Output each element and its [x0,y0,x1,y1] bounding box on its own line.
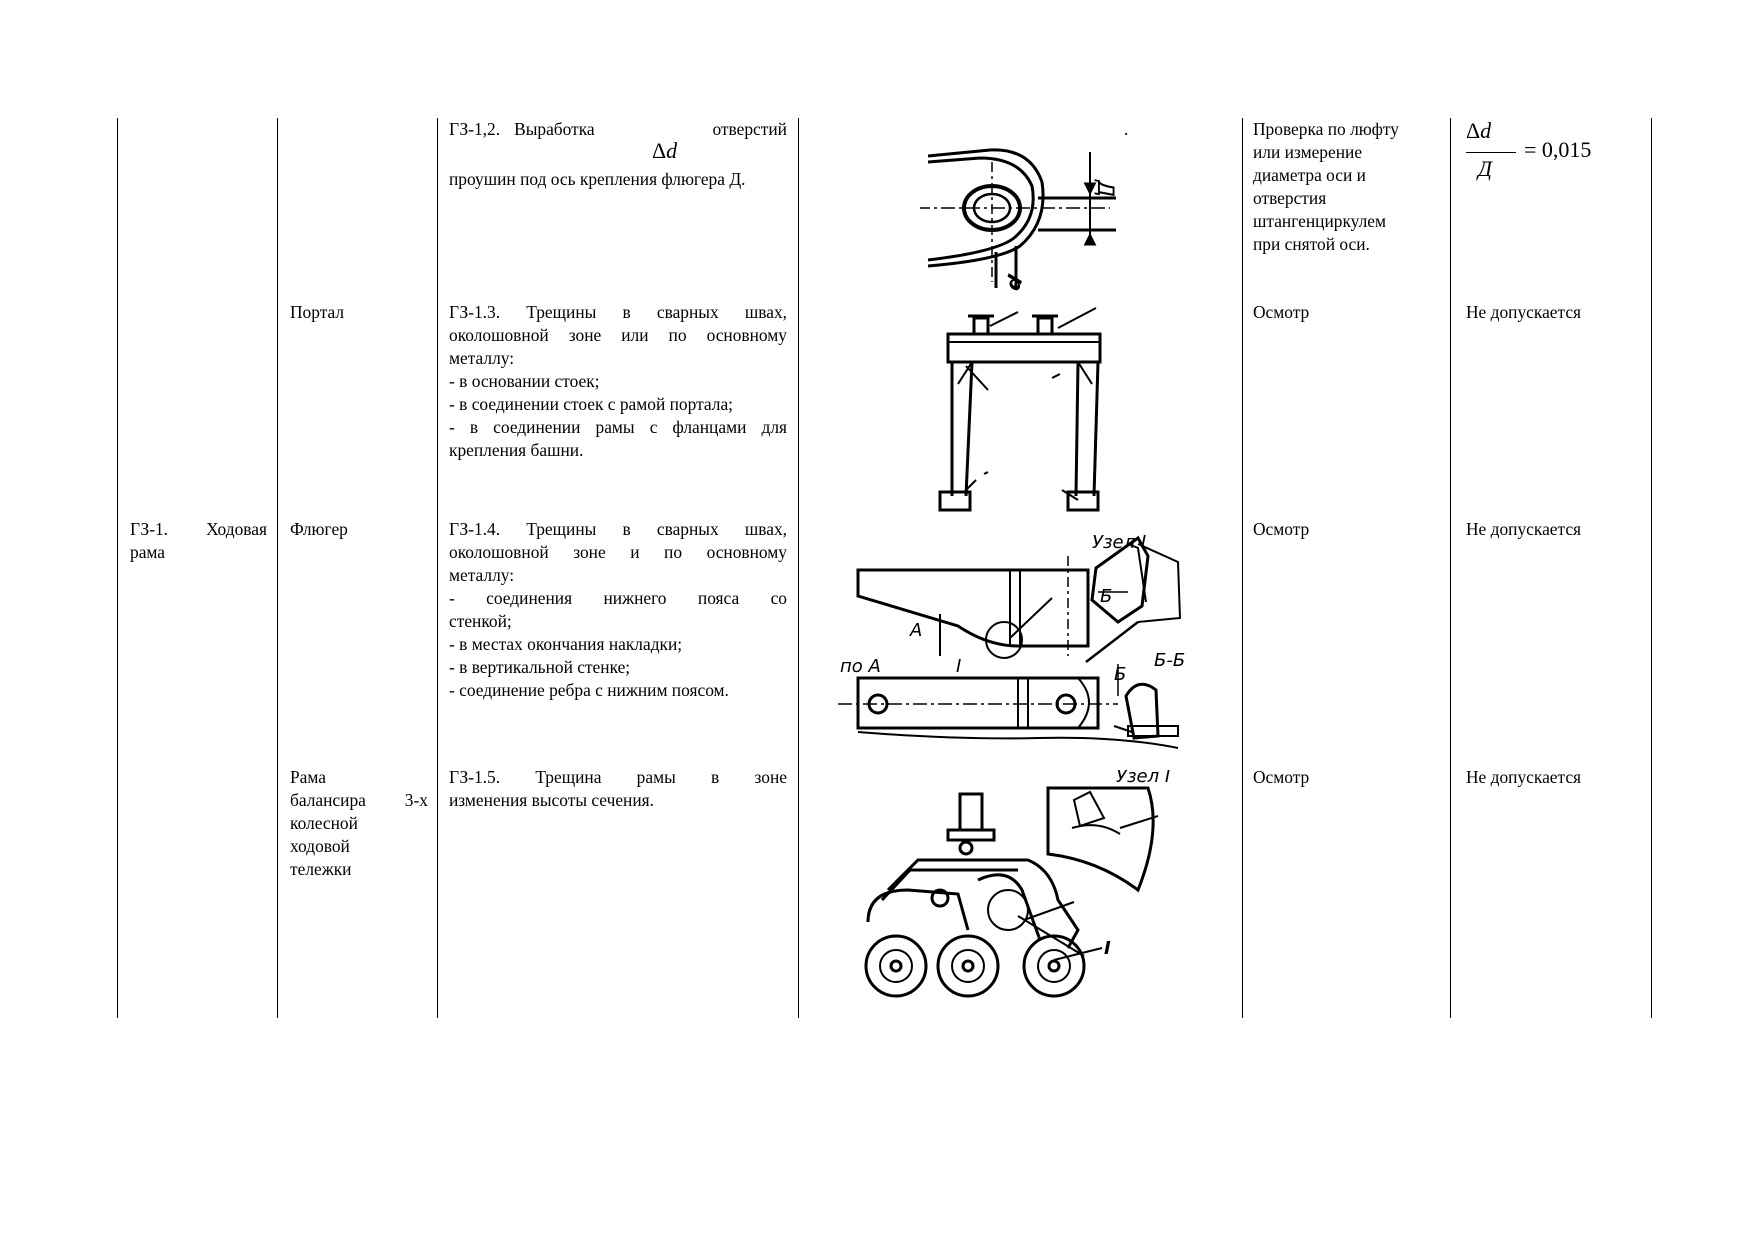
column-rule-6 [1450,118,1451,1018]
method-line: отверстия [1253,188,1327,208]
vane-section-b-label: Б-Б [1154,650,1185,671]
defect-line: ГЗ-1.4. Трещины в сварных швах, [449,519,787,539]
row2-defect: ГЗ-1.3. Трещины в сварных швах, околошов… [449,301,787,462]
row3-method: Осмотр [1253,519,1310,539]
diameter-label: Д [1092,179,1117,197]
method-line: диаметра оси и [1253,165,1366,185]
eye-bracket-drawing: Д d [920,148,1117,292]
row4-element: Рама балансира 3-х колесной ходовой теле… [290,766,428,881]
method-line: или измерение [1253,142,1363,162]
group-name: Ходовая [206,519,267,539]
row4-figure-bogie: Узел I I [858,770,1178,1010]
element-line: тележки [290,859,352,879]
column-rule-3 [437,118,438,1018]
bogie-drawing: Узел I I [864,770,1170,998]
delta-glyph: Δ [652,138,667,163]
vane-a-label: А [909,620,922,641]
defect-line: - в соединении рамы с фланцами для [449,417,787,437]
method-line: Проверка по люфту [1253,119,1399,139]
formula-fraction-bar [1466,152,1516,153]
row1-figure-eye-bracket: Д d [920,142,1120,292]
formula-delta: Δ [1466,118,1481,143]
column-rule-1 [117,118,118,1018]
group-name-2: рама [130,542,166,562]
diameter-label-d: d [1000,271,1028,292]
defect-line: - соединение ребра с нижним поясом. [449,680,729,700]
row1-defect-rest: проушин под ось крепления флюгера Д. [449,169,746,189]
defect-line: крепления башни. [449,440,584,460]
row1-defect-num: 2. [487,119,501,139]
defect-line: изменения высоты сечения. [449,790,654,810]
defect-line: ГЗ-1.5. Трещина рамы в зоне [449,767,787,787]
row2-limit: Не допускается [1466,302,1582,322]
row3-defect: ГЗ-1.4. Трещины в сварных швах, околошов… [449,518,787,702]
formula-d: d [1480,118,1492,143]
bogie-node-label: Узел I [1116,770,1170,787]
row2-figure-portal [928,304,1108,514]
row2-element: Портал [290,302,345,322]
defect-line: околошовной зоне и по основному [449,542,787,562]
defect-line: - в соединении стоек с рамой портала; [449,394,733,414]
row4-method: Осмотр [1253,767,1310,787]
vane-node-label: Узел I [1092,532,1146,553]
row1-defect-word: Выработка [514,119,595,139]
d-glyph: d [666,138,678,163]
row1-method: Проверка по люфту или измерение диаметра… [1253,118,1443,256]
column-rule-4 [798,118,799,1018]
row3-limit: Не допускается [1466,519,1582,539]
defect-line: - в местах окончания накладки; [449,634,683,654]
row1-defect: ГЗ-1, 2. Выработка отверстий [449,118,787,141]
defect-line: стенкой; [449,611,512,631]
row4-defect: ГЗ-1.5. Трещина рамы в зоне изменения вы… [449,766,787,812]
row1-defect-word2: отверстий [712,119,787,139]
group-code: ГЗ-1. [130,519,169,539]
method-line: при снятой оси. [1253,234,1370,254]
column-rule-2 [277,118,278,1018]
defect-line: металлу: [449,348,515,368]
element-line: колесной [290,813,358,833]
formula-rhs: = 0,015 [1524,137,1592,162]
column-rule-7 [1651,118,1652,1018]
bogie-one-label: I [1104,938,1111,959]
row2-method: Осмотр [1253,302,1310,322]
row1-figure-dot: . [1124,119,1129,139]
row4-limit: Не допускается [1466,767,1582,787]
defect-line: околошовной зоне или по основному [449,325,787,345]
formula-numerator: Δd [1466,118,1491,144]
row1-delta-d-symbol: Δd [652,138,677,164]
row3-figure-vane: Узел I А по А I Б Б Б-Б [838,526,1218,766]
defect-line: - соединения нижнего пояса со [449,588,787,608]
column-rule-5 [1242,118,1243,1018]
defect-line: - в основании стоек; [449,371,600,391]
row1-limit-formula: Δd Д = 0,015 [1466,118,1616,190]
row1-defect-code: ГЗ-1, [449,119,488,139]
vane-b-label: Б [1100,586,1112,607]
vane-b2-label: Б [1114,664,1126,685]
method-line: штангенциркулем [1253,211,1387,231]
element-line: балансира 3-х [290,790,428,810]
defect-line: металлу: [449,565,515,585]
vane-drawing: Узел I А по А I Б Б Б-Б [838,532,1185,749]
element-line: ходовой [290,836,350,856]
row3-element: Флюгер [290,519,348,539]
vane-one-label: I [956,656,961,677]
defect-line: ГЗ-1.3. Трещины в сварных швах, [449,302,787,322]
element-line: Рама [290,767,326,787]
group-cell: ГЗ-1. Ходовая [130,518,267,541]
portal-drawing [938,307,1102,512]
vane-section-a-label: по А [840,656,881,677]
formula-denominator: Д [1478,156,1492,181]
defect-line: - в вертикальной стенке; [449,657,631,677]
